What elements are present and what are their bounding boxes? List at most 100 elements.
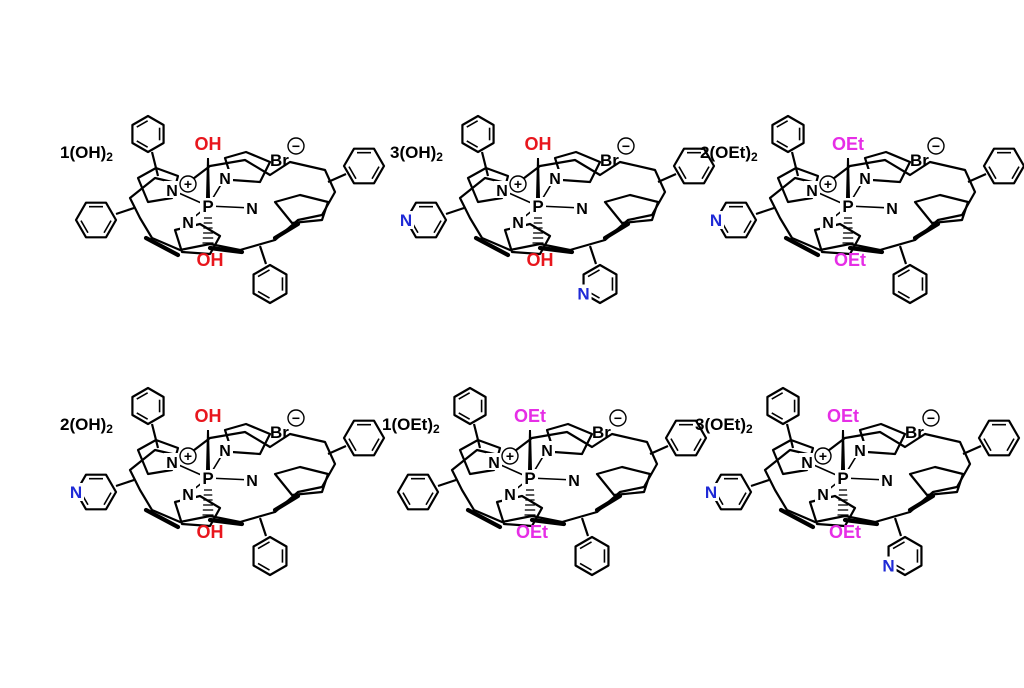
pyridyl-ring-left-n-mask <box>703 483 719 501</box>
phenyl-ring-bottom-double-bond <box>579 541 592 550</box>
anion-symbol: − <box>292 410 300 426</box>
bold-front-bond <box>537 245 575 255</box>
pyridyl-ring-bottom-n-mask <box>575 284 592 303</box>
pyridyl-ring-left-double-bond <box>103 492 112 506</box>
anion-symbol: − <box>932 138 940 154</box>
cation-charge: + <box>179 175 197 193</box>
compound-label: 3(OEt)2 <box>695 415 753 436</box>
p-label-mask <box>840 197 856 215</box>
meso-bond <box>893 517 903 537</box>
pyrrole-nitrogen-label: N <box>182 215 194 232</box>
compound-label: 2(OH)2 <box>60 415 113 436</box>
pyridyl-nitrogen-label: N <box>70 483 82 502</box>
meso-bond <box>967 172 987 184</box>
phenyl-ring-right-double-bond <box>701 166 710 180</box>
n-label-mask <box>244 471 260 488</box>
pyridyl-ring-bottom-double-bond <box>892 541 905 550</box>
phenyl-ring-bottom-double-bond <box>897 269 910 278</box>
meso-bond <box>258 517 268 537</box>
phenyl-ring-left <box>74 201 118 239</box>
axial-ligand-top: OEt <box>827 406 859 426</box>
axial-ligand-top: OEt <box>832 134 864 154</box>
bold-front-bond <box>272 493 301 513</box>
p-label-mask <box>530 197 546 215</box>
phenyl-ring-top-left-double-bond <box>136 392 149 400</box>
n-label-mask <box>502 485 518 502</box>
phenyl-ring-left-double-bond <box>425 492 434 506</box>
n-label-mask <box>879 471 895 488</box>
axial-ligand-top: OH <box>195 406 222 426</box>
pyridyl-ring-left-double-bond <box>738 492 747 506</box>
axial-wedge-bond <box>536 158 540 198</box>
axial-ligand-bottom: OEt <box>834 250 866 270</box>
axial-ligand-bottom: OH <box>197 250 224 270</box>
phenyl-ring-right-double-bond <box>371 438 380 452</box>
phosphorus-label: P <box>524 469 535 488</box>
charge-circle <box>927 137 945 155</box>
bold-front-bond <box>143 235 181 258</box>
pyridyl-ring-bottom-double-bond <box>587 269 600 278</box>
charge-circle <box>922 409 940 427</box>
phosphorus-label: P <box>837 469 848 488</box>
pyrrole-nitrogen-label: N <box>166 455 178 472</box>
pyrrole-ring-right <box>595 465 652 497</box>
phenyl-ring-right <box>342 419 386 457</box>
phenyl-ring-left-double-bond <box>402 492 411 506</box>
phenyl-ring-bottom-double-bond <box>257 269 270 278</box>
meso-bond <box>327 444 347 456</box>
meso-bond <box>150 423 160 449</box>
cation-charge: + <box>179 447 197 465</box>
n-label-mask <box>180 213 196 230</box>
axial-ligand-bottom: OEt <box>516 522 548 542</box>
phenyl-ring-top-left <box>771 114 805 154</box>
p-label-mask <box>835 469 851 487</box>
pyrrole-ring-right <box>913 193 970 225</box>
phenyl-ring-top-left-double-bond <box>136 120 149 128</box>
n-label-mask <box>820 213 836 230</box>
charge-circle <box>814 447 832 465</box>
cation-charge: + <box>501 447 519 465</box>
axial-wedge-bond <box>206 158 210 198</box>
pyrrole-nitrogen-label: N <box>859 171 871 188</box>
cation-symbol: + <box>506 448 514 464</box>
phenyl-ring-bottom-double-bond <box>257 541 270 550</box>
meso-bond <box>898 245 908 265</box>
phenyl-ring-left-double-bond <box>80 220 89 234</box>
phenyl-ring-top-left-double-bond <box>136 140 149 148</box>
phenyl-ring-right-double-bond <box>348 438 357 452</box>
meso-bond <box>115 206 135 216</box>
meso-bond <box>790 151 800 177</box>
charge-circle <box>609 409 627 427</box>
compound-label: 3(OH)2 <box>390 143 443 164</box>
pyrrole-ring-right <box>273 193 330 225</box>
phenyl-ring-top-left <box>131 114 165 154</box>
anion-charge: − <box>287 409 305 427</box>
pyrrole-nitrogen-label: N <box>219 171 231 188</box>
pyrrole-nitrogen-label: N <box>182 487 194 504</box>
bold-front-bond <box>143 507 181 530</box>
phenyl-ring-top-left <box>461 114 495 154</box>
phenyl-ring-bottom-double-bond <box>257 290 270 299</box>
phenyl-ring-right-double-bond <box>678 166 687 180</box>
axial-ligand-top: OEt <box>514 406 546 426</box>
cation-symbol: + <box>819 448 827 464</box>
bromide-label: Br <box>592 423 611 442</box>
n-label-mask <box>804 181 820 198</box>
cation-symbol: + <box>184 448 192 464</box>
n-label-mask <box>566 471 582 488</box>
p-label-mask <box>200 197 216 215</box>
axial-ligand-bottom: OH <box>197 522 224 542</box>
phenyl-ring-top-left-double-bond <box>771 412 784 420</box>
bold-front-bond <box>272 221 301 241</box>
bold-front-bond <box>907 493 936 513</box>
axial-wedge-bond <box>528 430 532 470</box>
pyrrole-nitrogen-label: N <box>854 443 866 460</box>
pyridyl-ring-left-n-mask <box>398 211 414 229</box>
phenyl-ring-right <box>342 147 386 185</box>
